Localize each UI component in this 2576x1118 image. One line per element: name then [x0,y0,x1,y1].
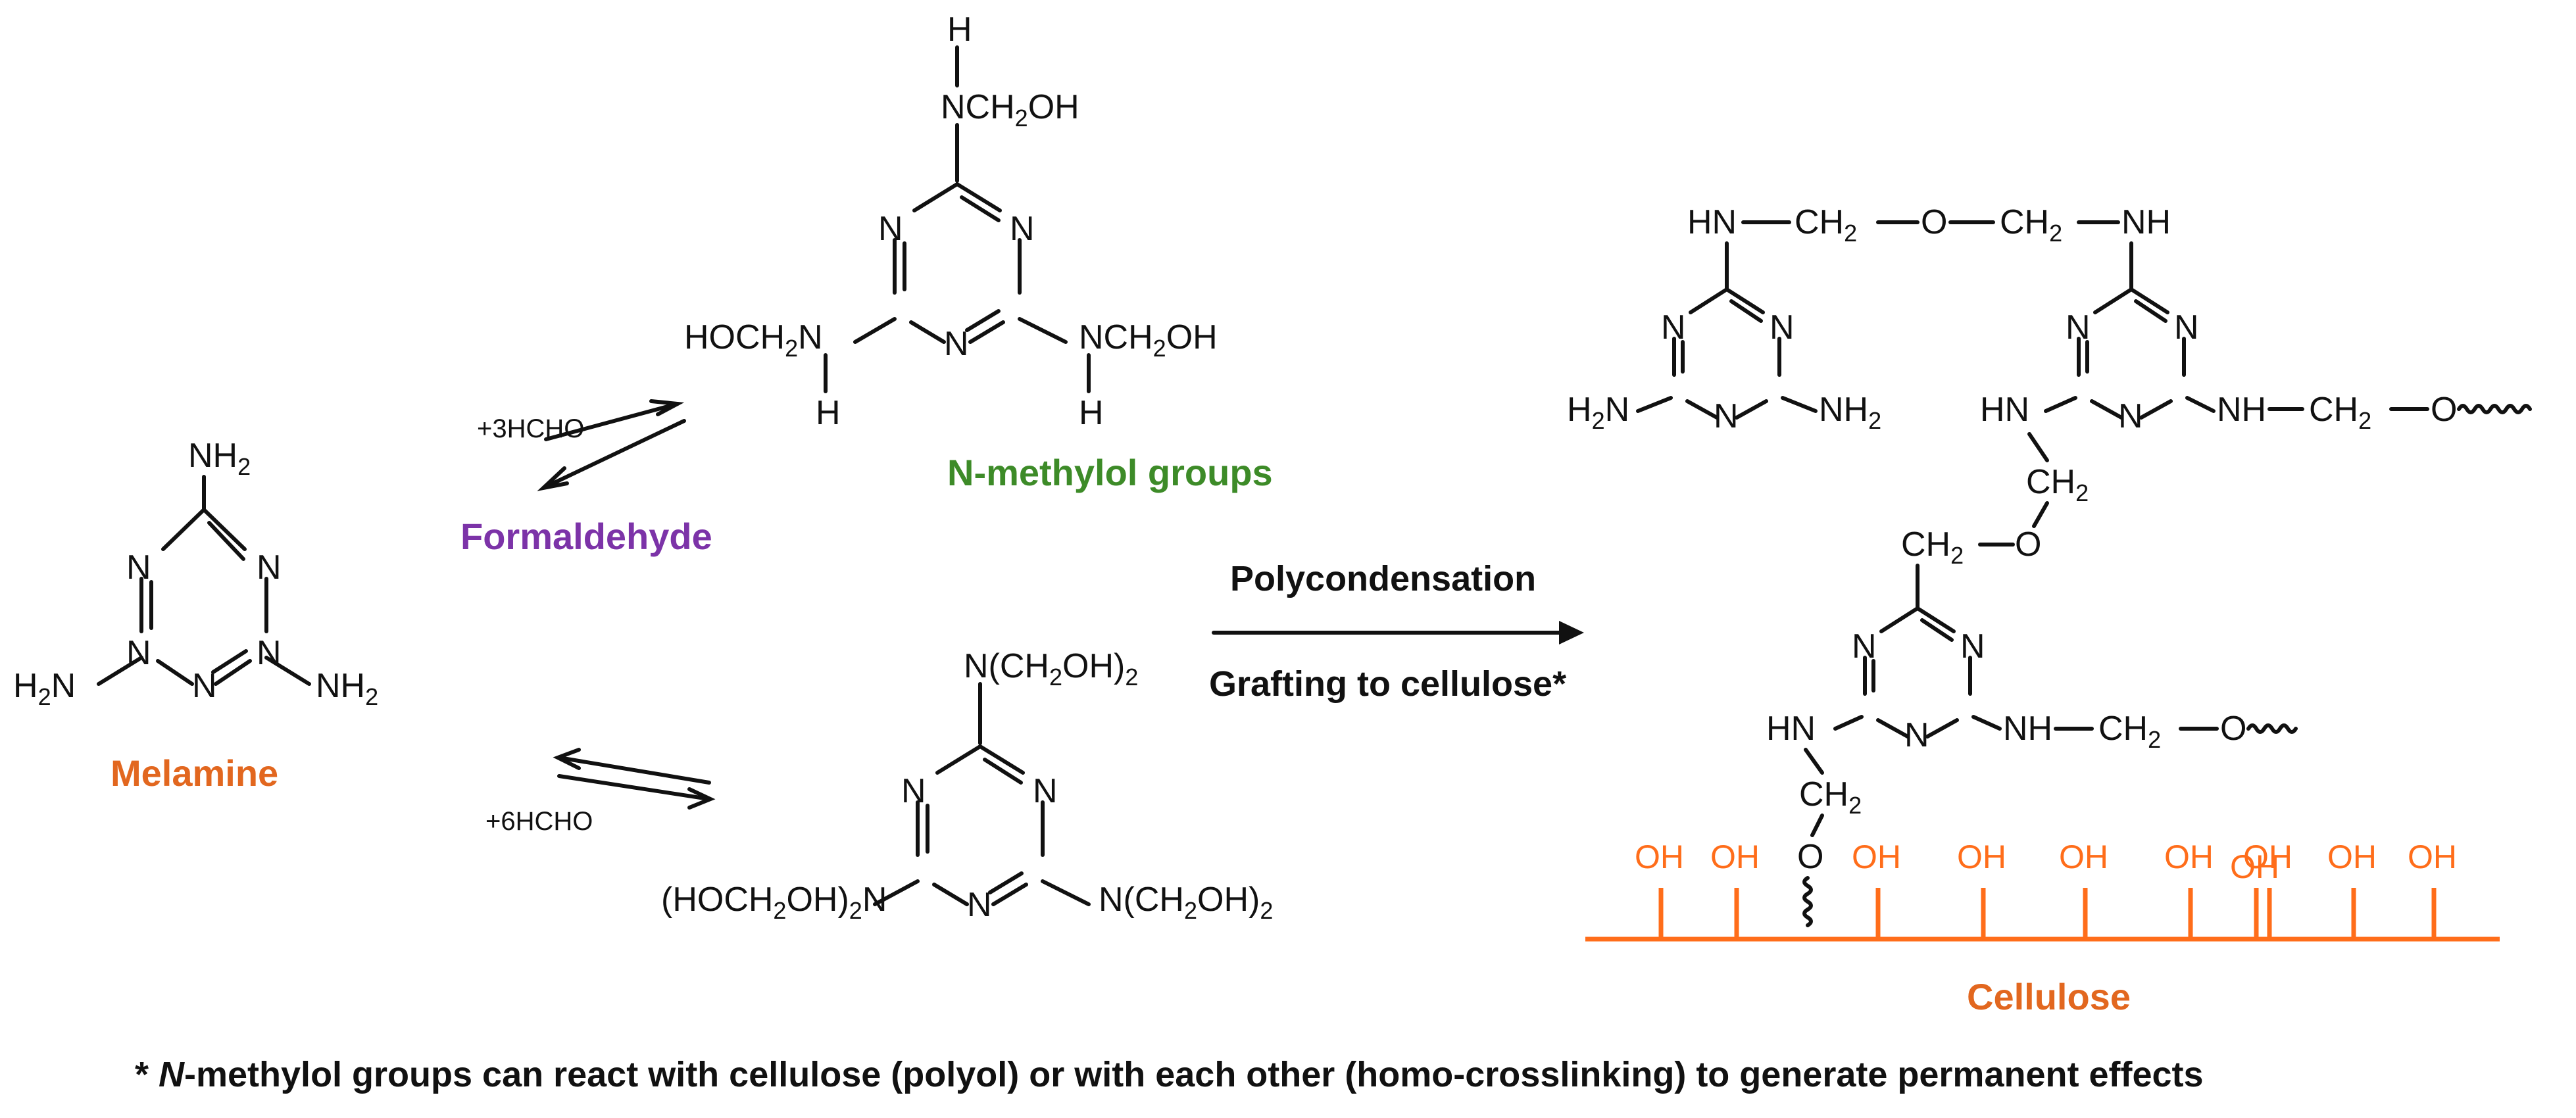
cellulose-oh-label: OH [2059,838,2108,875]
ch2-group: CH2 [2000,203,2062,247]
ch2-group: CH2 [2098,710,2161,753]
ring-n: N [967,886,992,924]
ether-o: O [2220,710,2246,748]
h-atom: H [947,11,972,49]
ring-n: N [2174,308,2199,347]
ring-n: N [1714,397,1739,435]
ring-n: N [1661,308,1686,347]
polycondensation-arrow [1212,621,1584,644]
cellulose-label: Cellulose [1967,976,2131,1017]
ring-n: N [126,548,151,587]
ring-n: N [1852,627,1877,666]
n-methylol-label: N-methylol groups [947,452,1273,493]
bis-methylol-substituent: N(CH2OH)2 [1099,881,1273,924]
nh-group: NH [2217,391,2266,429]
ring-n: N [878,210,903,248]
bis-methylol-substituent: (HOCH2OH)2N [661,881,887,924]
hn-group: HN [1980,391,2029,429]
cellulose-oh-label: OH [1710,838,1760,875]
ether-o: O [2015,525,2041,564]
ring-n: N [257,634,282,672]
equilibrium-arrow-bottom [553,748,716,810]
ring-n: N [1904,716,1929,754]
ring-n: N [944,325,969,363]
arrow-label-polycondensation: Polycondensation [1230,559,1536,598]
arrow-label-grafting: Grafting to cellulose* [1209,664,1566,704]
cellulose-oh-label: OH [2327,838,2377,875]
formaldehyde-label: Formaldehyde [460,516,712,557]
hn-group: HN [1687,203,1737,241]
h-atom: H [1079,394,1104,432]
reagent-3hcho: +3HCHO [477,414,584,443]
crosslinked-network: HN CH2 O CH2 NH N N N H2N NH2 [1567,203,2532,927]
cellulose-oh-label: OH [2164,838,2214,875]
ring-n: N [126,634,151,672]
amino-group: NH2 [188,437,251,480]
ring-n: N [2118,397,2143,435]
ch2-group: CH2 [1901,525,1964,569]
nh-group: NH [2003,710,2052,748]
ch2-group: CH2 [1795,203,1857,247]
ring-n: N [901,772,926,810]
reagent-6hcho: +6HCHO [485,807,593,836]
ring-n: N [2066,308,2091,347]
ring-n: N [1770,308,1795,347]
n-methylol-substituent: HOCH2N [684,318,823,362]
ch2-group: CH2 [2026,463,2089,506]
n-methylol-substituent: NCH2OH [1079,318,1218,362]
ring-n: N [192,667,217,705]
ether-o: O [1921,203,1947,241]
hexamethylol-melamine: N(CH2OH)2 N N N (HOCH2OH)2N N(CH2OH)2 [661,647,1273,924]
melamine-label: Melamine [111,752,278,794]
cellulose-oh-label: OH [1635,838,1684,875]
nh-group: NH [2121,203,2171,241]
amino-group: NH2 [316,667,378,710]
bis-methylol-substituent: N(CH2OH)2 [964,647,1138,691]
footnote: * N-methylol groups can react with cellu… [135,1055,2204,1094]
n-methylol-substituent: NCH2OH [941,88,1079,132]
hn-group: HN [1766,710,1816,748]
cellulose-oh-label: OH [1957,838,2006,875]
ring-n: N [1033,772,1058,810]
melamine-structure: N N N N N NH2 H2N NH2 [13,437,378,710]
ring-n: N [1960,627,1985,666]
cellulose-oh-label: OH [2230,848,2279,885]
amino-group: H2N [13,667,76,710]
trimethylol-melamine: H NCH2OH N N N HOCH2N H NCH2OH H [684,11,1218,432]
ring-n: N [257,548,282,587]
ring-n: N [1010,210,1035,248]
cellulose-oh-label: OH [1852,838,1901,875]
ether-o: O [2431,391,2457,429]
amino-group: H2N [1567,391,1629,434]
h-atom: H [816,394,841,432]
ether-o: O [1797,838,1823,876]
amino-group: NH2 [1819,391,1881,434]
cellulose-oh-label: OH [2408,838,2457,875]
ch2-group: CH2 [1799,775,1862,819]
cellulose-oh-label: OH [2243,838,2292,875]
ch2-group: CH2 [2309,391,2371,434]
equilibrium-arrow-top [537,399,686,491]
